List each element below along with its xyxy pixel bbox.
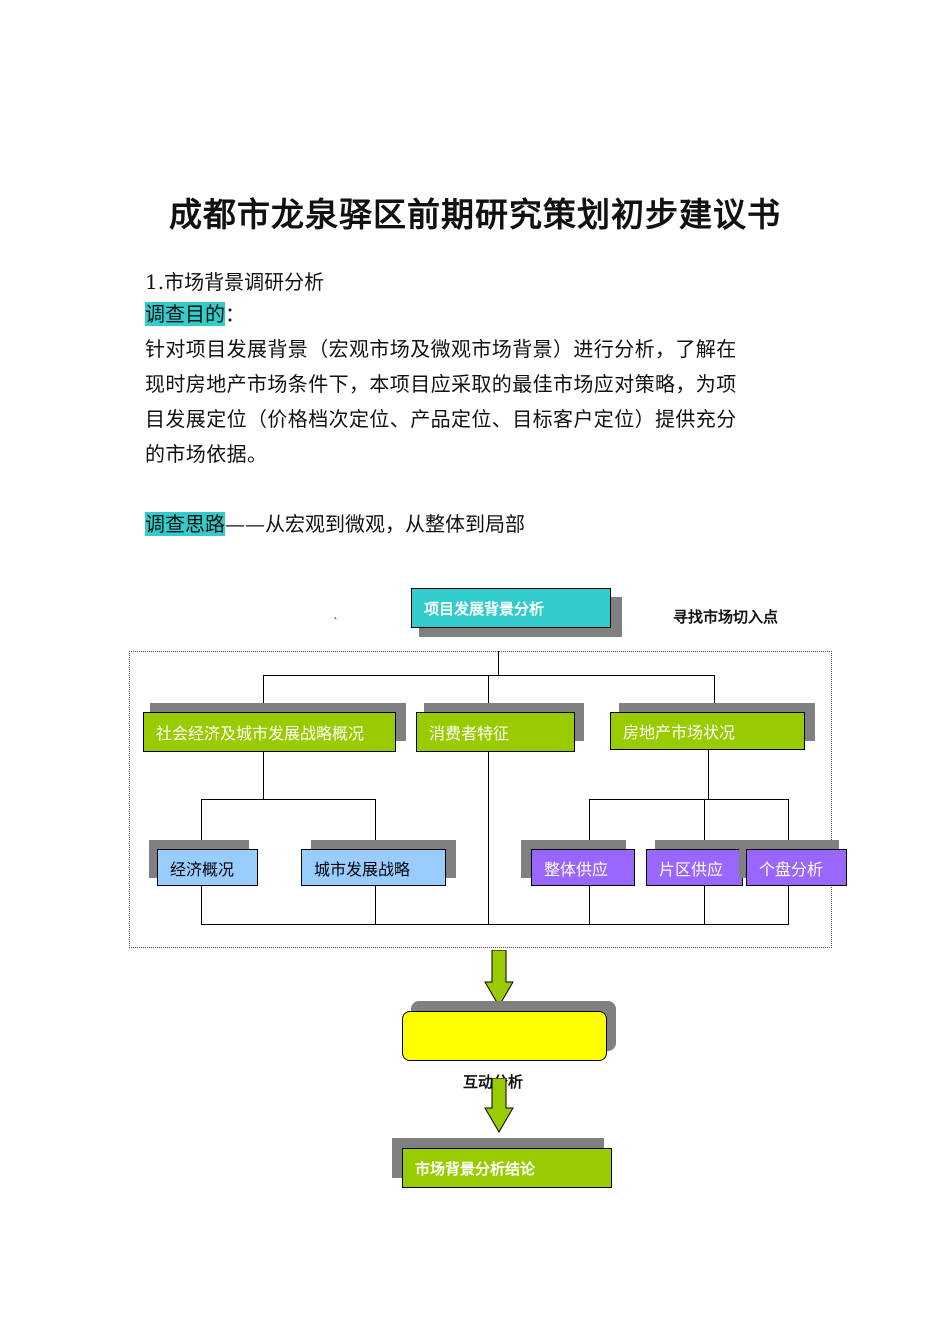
down-arrow-icon xyxy=(484,1078,514,1133)
connector xyxy=(714,675,715,713)
connector xyxy=(263,675,264,713)
socio-economic-box: 社会经济及城市发展战略概况 xyxy=(143,712,396,752)
connector xyxy=(704,886,705,924)
purpose-line: 的市场依据。 xyxy=(145,442,268,466)
connector xyxy=(708,750,709,800)
connector xyxy=(589,886,590,924)
connector xyxy=(704,799,705,849)
connector xyxy=(488,752,489,924)
top-analysis-box: 项目发展背景分析 xyxy=(411,588,611,628)
connector xyxy=(201,799,376,800)
urban-strategy-box: 城市发展战略 xyxy=(301,849,446,886)
connector xyxy=(201,924,789,925)
purpose-line: 针对项目发展背景（宏观市场及微观市场背景）进行分析，了解在 xyxy=(145,337,737,361)
purpose-colon: ： xyxy=(225,302,245,326)
down-arrow-icon xyxy=(484,950,514,1007)
connector xyxy=(375,799,376,849)
purpose-line: 目发展定位（价格档次定位、产品定位、目标客户定位）提供充分 xyxy=(145,407,737,431)
connector xyxy=(201,886,202,924)
stray-mark: ` xyxy=(333,616,339,630)
connector xyxy=(589,799,789,800)
project-analysis-box: 个盘分析 xyxy=(746,849,847,886)
purpose-label: 调查目的 xyxy=(145,302,225,326)
connector xyxy=(263,752,264,800)
connector xyxy=(263,675,715,676)
document-title: 成都市龙泉驿区前期研究策划初步建议书 xyxy=(169,195,781,234)
approach-label: 调查思路 xyxy=(145,512,225,536)
section-heading: 1.市场背景调研分析 xyxy=(145,270,325,294)
approach-line: 调查思路——从宏观到微观，从整体到局部 xyxy=(145,507,525,542)
connector xyxy=(201,799,202,849)
dotted-frame xyxy=(129,651,832,948)
consumer-box: 消费者特征 xyxy=(416,712,575,752)
connector xyxy=(788,799,789,849)
side-note: 寻找市场切入点 xyxy=(673,608,779,626)
connector xyxy=(589,799,590,849)
conclusion-box: 市场背景分析结论 xyxy=(402,1148,612,1188)
connector xyxy=(498,651,499,676)
real-estate-box: 房地产市场状况 xyxy=(610,712,805,750)
approach-text: ——从宏观到微观，从整体到局部 xyxy=(225,512,525,536)
interaction-box xyxy=(402,1011,607,1061)
purpose-heading: 调查目的： xyxy=(145,297,245,332)
overall-supply-box: 整体供应 xyxy=(531,849,635,886)
purpose-paragraph: 针对项目发展背景（宏观市场及微观市场背景）进行分析，了解在 现时房地产市场条件下… xyxy=(145,332,810,472)
purpose-line: 现时房地产市场条件下，本项目应采取的最佳市场应对策略，为项 xyxy=(145,372,737,396)
connector xyxy=(375,886,376,924)
connector xyxy=(788,886,789,924)
area-supply-box: 片区供应 xyxy=(646,849,743,886)
economy-box: 经济概况 xyxy=(157,849,258,886)
connector xyxy=(488,675,489,713)
